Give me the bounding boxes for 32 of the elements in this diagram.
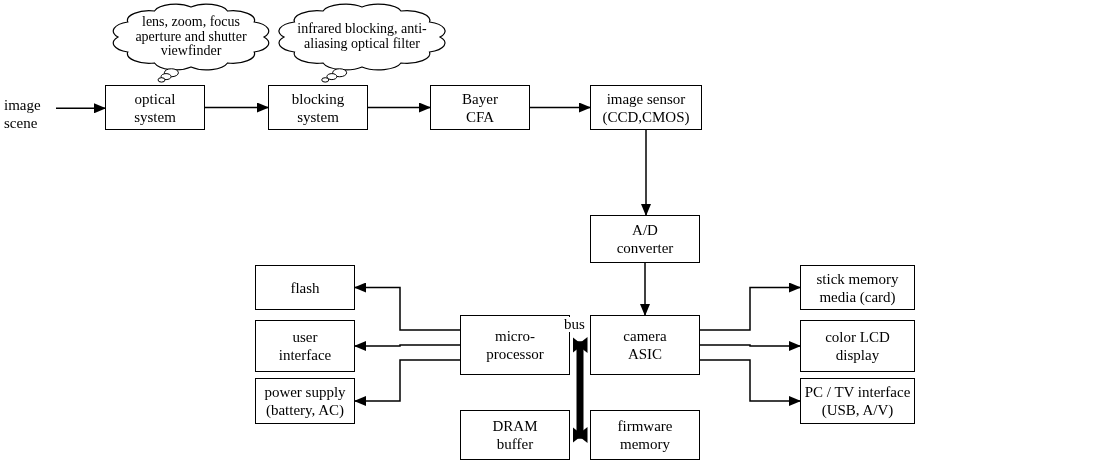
process-box: flash [255, 265, 355, 310]
arrow [699, 341, 801, 351]
thought-cloud: infrared blocking, anti-aliasing optical filter [278, 2, 446, 72]
thought-cloud: lens, zoom, focus aperture and shutter viewfinder [112, 2, 270, 72]
arrow [699, 282, 801, 331]
arrow [529, 102, 591, 113]
process-box: stick memory media (card) [800, 265, 915, 310]
arrow [55, 103, 106, 114]
bus-arrow [572, 337, 588, 353]
bus-arrow [572, 427, 588, 443]
process-box: color LCD display [800, 320, 915, 372]
process-box: A/D converter [590, 215, 700, 263]
arrow [640, 262, 650, 316]
process-box: PC / TV interface (USB, A/V) [800, 378, 915, 424]
process-box: DRAM buffer [460, 410, 570, 460]
process-box: Bayer CFA [430, 85, 530, 130]
edge-label: bus [563, 317, 586, 332]
process-box: blocking system [268, 85, 368, 130]
arrow [699, 359, 801, 406]
arrow [204, 102, 269, 113]
arrow [354, 359, 461, 406]
arrow [367, 102, 431, 113]
process-box: user interface [255, 320, 355, 372]
process-box: firmware memory [590, 410, 700, 460]
arrow [354, 282, 461, 331]
arrow [354, 341, 461, 351]
process-box: optical system [105, 85, 205, 130]
arrow [641, 129, 651, 216]
process-box: camera ASIC [590, 315, 700, 375]
process-box: image sensor (CCD,CMOS) [590, 85, 702, 130]
process-box: power supply (battery, AC) [255, 378, 355, 424]
input-label: image scene [4, 96, 56, 140]
